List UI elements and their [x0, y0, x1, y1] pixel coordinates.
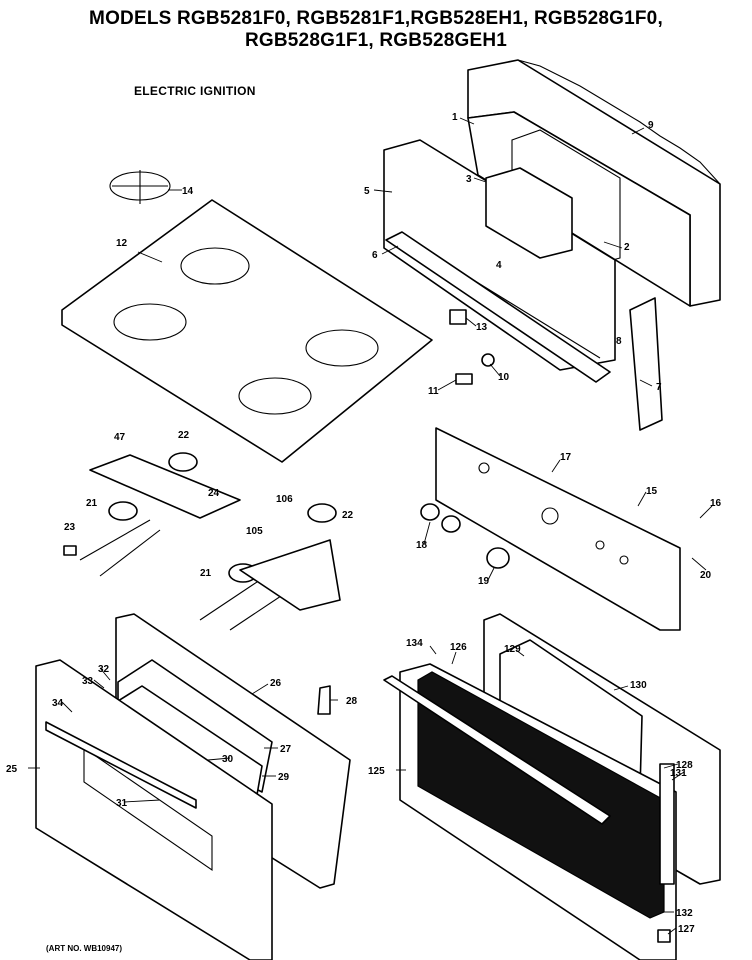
callout-20: 20: [700, 570, 712, 581]
callout-6: 6: [372, 250, 378, 261]
knob-19: [486, 547, 510, 569]
callout-47: 47: [114, 432, 126, 443]
callout-16: 16: [710, 498, 722, 509]
callout-8: 8: [616, 336, 622, 347]
door-bracket-28: [317, 685, 331, 715]
callout-22b: 22: [342, 510, 354, 521]
callout-26: 26: [270, 678, 282, 689]
burner-grate: [109, 170, 171, 204]
callout-28: 28: [346, 696, 358, 707]
callout-1: 1: [452, 112, 458, 123]
callout-4: 4: [496, 260, 502, 271]
callout-12: 12: [116, 238, 128, 249]
callout-132: 132: [676, 908, 693, 919]
burner-assembly: [63, 452, 341, 631]
callout-21b: 21: [200, 568, 212, 579]
callout-129: 129: [504, 644, 521, 655]
callout-27: 27: [280, 744, 292, 755]
callout-labels: 1 2 3 4 5 6 7 8 9 10 11 12 13 14 15 16 1…: [6, 112, 722, 935]
art-number: (ART NO. WB10947): [46, 944, 123, 953]
callout-134: 134: [406, 638, 423, 649]
leader-lines: [28, 117, 713, 935]
callout-29: 29: [278, 772, 290, 783]
callout-9: 9: [648, 120, 654, 131]
callout-31: 31: [116, 798, 128, 809]
diagram-title-line-1: MODELS RGB5281F0, RGB5281F1,RGB528EH1, R…: [89, 8, 663, 29]
control-panel: [435, 427, 681, 631]
callout-21a: 21: [86, 498, 98, 509]
callout-22a: 22: [178, 430, 190, 441]
callout-5: 5: [364, 186, 370, 197]
callout-14: 14: [182, 186, 194, 197]
callout-3: 3: [466, 174, 472, 185]
oven-door-inner: [383, 613, 721, 960]
callout-131: 131: [670, 768, 687, 779]
callout-106: 106: [276, 494, 293, 505]
callout-32: 32: [98, 664, 110, 675]
callout-17: 17: [560, 452, 572, 463]
callout-24: 24: [208, 488, 220, 499]
callout-15: 15: [646, 486, 658, 497]
callout-34: 34: [52, 698, 64, 709]
callout-2: 2: [624, 242, 630, 253]
side-trim: [629, 297, 663, 431]
knob-18b: [441, 515, 461, 533]
ignitor-switch-10: [481, 353, 495, 367]
callout-33: 33: [82, 676, 94, 687]
callout-11: 11: [428, 386, 439, 397]
callout-25: 25: [6, 764, 18, 775]
trim-strip: [385, 231, 611, 383]
callout-7: 7: [656, 382, 662, 393]
callout-30: 30: [222, 754, 234, 765]
ignition-type-label: ELECTRIC IGNITION: [134, 84, 256, 98]
callout-23: 23: [64, 522, 76, 533]
callout-18: 18: [416, 540, 428, 551]
callout-127: 127: [678, 924, 695, 935]
cooktop: [61, 199, 433, 463]
callout-125: 125: [368, 766, 385, 777]
callout-105: 105: [246, 526, 263, 537]
control-glass-panel: [383, 139, 616, 371]
oven-door-front: [35, 613, 351, 960]
diagram-title-line-2: RGB528G1F1, RGB528GEH1: [244, 30, 508, 51]
callout-13: 13: [476, 322, 488, 333]
callout-130: 130: [630, 680, 647, 691]
callout-126: 126: [450, 642, 467, 653]
clip-13: [449, 309, 467, 325]
knob-18a: [420, 503, 440, 521]
callout-10: 10: [498, 372, 510, 383]
switch-11: [455, 373, 473, 385]
callout-19: 19: [478, 576, 490, 587]
callout-128: 128: [676, 760, 693, 771]
